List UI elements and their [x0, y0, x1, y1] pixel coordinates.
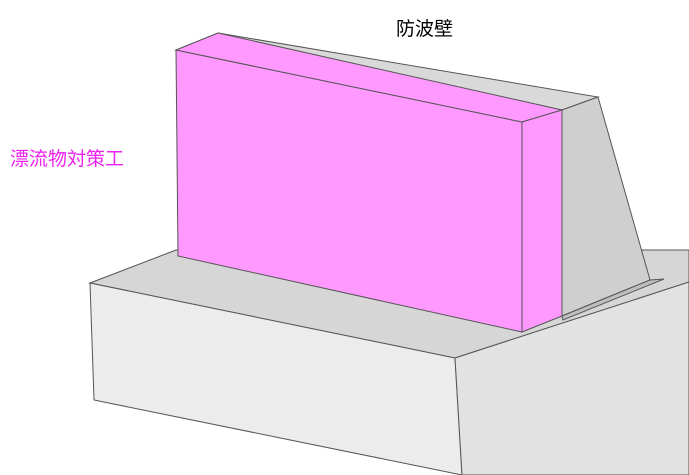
debris-barrier-side-face [521, 109, 563, 333]
base-right-face [454, 281, 689, 475]
seawall-label: 防波壁 [396, 18, 454, 40]
seawall-back-slope [561, 96, 651, 317]
base-front-face [89, 282, 463, 475]
debris-barrier-label: 漂流物対策工 [10, 148, 125, 170]
seawall-heel [561, 278, 665, 321]
